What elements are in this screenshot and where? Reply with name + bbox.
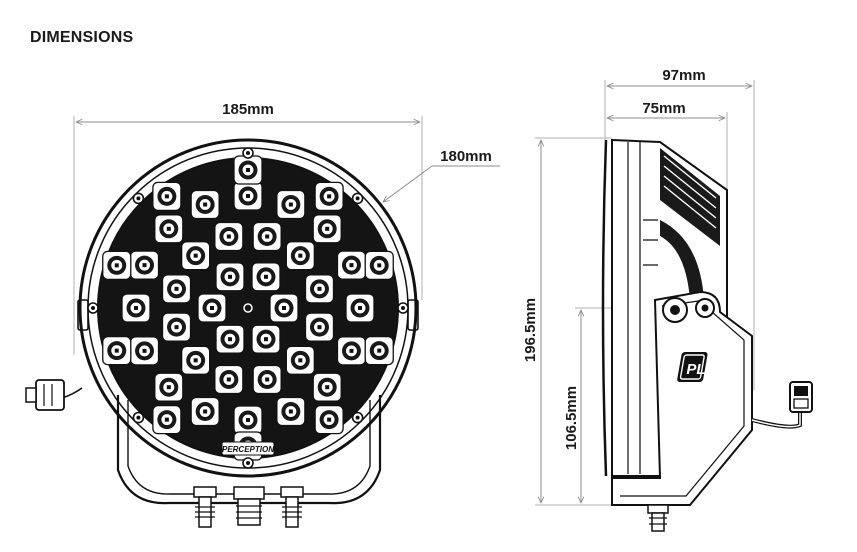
bezel-screws [87, 147, 409, 469]
side-logo-text: PL [686, 361, 705, 378]
led-module [345, 293, 375, 323]
front-housing-outer [78, 138, 418, 478]
side-depth-total-label: 97mm [662, 67, 705, 84]
led-module [152, 181, 182, 212]
led-module [285, 345, 315, 375]
led-module [336, 336, 367, 366]
center-sensor [243, 303, 253, 313]
led-module [304, 312, 335, 342]
led-module [276, 396, 306, 427]
bezel-screw-head [91, 306, 95, 310]
bezel-screw-head [355, 196, 360, 201]
bezel-screw-head [355, 415, 360, 420]
led-module [252, 221, 282, 252]
led-module [190, 189, 220, 220]
lens-diameter-label: 180mm [440, 148, 492, 165]
led-module [251, 262, 281, 292]
bezel-screw-head [246, 151, 250, 155]
front-badge-text: PERCEPTION [222, 445, 274, 454]
bezel-screw-head [136, 415, 141, 420]
front-badge-plate [221, 441, 275, 456]
page-title: DIMENSIONS [30, 29, 134, 46]
led-module [314, 404, 344, 435]
led-module [129, 336, 160, 366]
led-module [285, 241, 315, 271]
led-module [154, 214, 184, 244]
led-module [215, 262, 245, 292]
led-module [215, 324, 245, 354]
led-module [304, 274, 335, 304]
led-module [252, 364, 282, 395]
led-module [181, 345, 211, 375]
led-module [129, 250, 160, 280]
led-module [214, 364, 244, 395]
led-module [214, 221, 244, 252]
side-height-mount-label: 106.5mm [563, 386, 580, 450]
led-module [314, 181, 344, 212]
led-module [364, 335, 394, 366]
housing-lug-right [407, 299, 419, 331]
led-module [161, 312, 192, 342]
side-height-total-label: 196.5mm [522, 298, 539, 362]
led-module [364, 250, 394, 281]
led-module [336, 250, 367, 280]
led-module [121, 293, 151, 323]
led-array [102, 155, 394, 461]
front-mount-bolts [193, 486, 304, 528]
led-module [154, 372, 184, 402]
front-width-label: 185mm [222, 101, 274, 118]
side-mount-stud [647, 504, 669, 532]
led-module [233, 155, 263, 185]
bezel-screw-head [136, 196, 141, 201]
lens-diameter-leader [383, 165, 433, 202]
led-module [197, 293, 227, 323]
side-logo [677, 352, 708, 382]
front-view: 185mm 180mm PERCEPTION [25, 101, 500, 528]
bezel-screw-head [401, 306, 405, 310]
led-module [181, 241, 211, 271]
led-module [312, 214, 342, 244]
led-module [233, 181, 263, 211]
led-module [102, 335, 132, 366]
led-module [312, 372, 342, 402]
led-module [251, 324, 281, 354]
side-depth-body-label: 75mm [642, 100, 685, 117]
side-lens-face [601, 139, 608, 477]
side-bracket [611, 290, 753, 506]
bezel-screw-head [246, 461, 250, 465]
led-module [161, 274, 192, 304]
housing-lug-left [77, 299, 89, 331]
side-view: 97mm 75mm 196.5mm 106.5mm [522, 67, 813, 532]
led-module [102, 250, 132, 281]
led-module [152, 404, 182, 435]
led-module [269, 293, 299, 323]
led-module [233, 405, 263, 435]
led-module [276, 189, 306, 220]
front-cable [61, 387, 83, 399]
front-connector [35, 379, 65, 411]
led-module [190, 396, 220, 427]
